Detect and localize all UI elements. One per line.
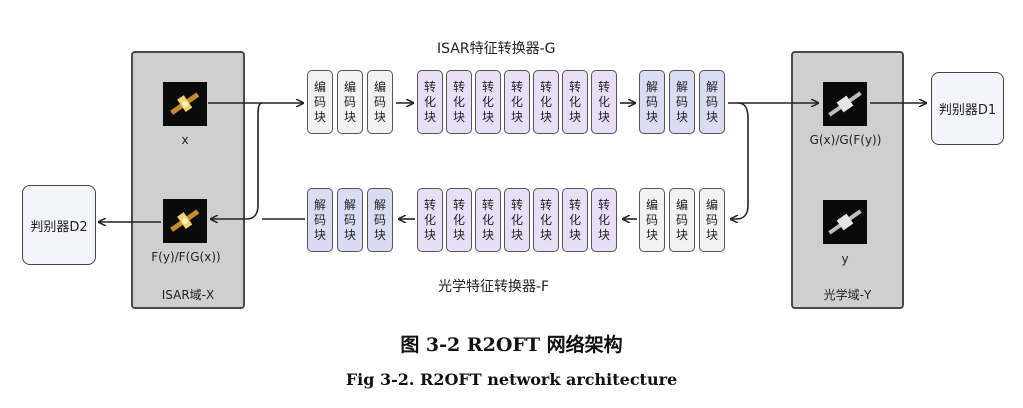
transformer-block: 转化块 xyxy=(475,188,501,252)
transformer-block: 转化块 xyxy=(562,70,588,134)
optical-y-label: y xyxy=(841,252,849,266)
arrow-loop-to-encoder-f xyxy=(731,102,749,219)
discriminator-d2-label: 判别器D2 xyxy=(30,219,88,235)
figure-caption-zh: 图 3-2 R2OFT 网络架构 xyxy=(400,334,623,356)
discriminator-d1-label: 判别器D1 xyxy=(938,103,997,118)
isar-x-label: x xyxy=(181,133,189,147)
transformer-block: 转化块 xyxy=(446,188,472,252)
transformer-block: 转化块 xyxy=(417,188,443,252)
transformer-block: 转化块 xyxy=(591,70,617,134)
generator-f-label: 光学特征转换器-F xyxy=(438,279,550,295)
optical-domain-panel: 光学域-Y xyxy=(791,51,904,309)
decoder-block: 解码块 xyxy=(699,70,725,134)
isar-image-fx xyxy=(163,199,207,243)
discriminator-d1-box: 判别器D1 xyxy=(931,72,1004,145)
decoder-block: 解码块 xyxy=(307,188,333,252)
transformer-block: 转化块 xyxy=(533,188,559,252)
isar-domain-label: ISAR域-X xyxy=(161,288,215,302)
transformer-block: 转化块 xyxy=(562,188,588,252)
optical-image-y xyxy=(823,200,867,244)
isar-fx-label: F(y)/F(G(x)) xyxy=(151,250,221,264)
encoder-block: 编码块 xyxy=(307,70,333,134)
transformer-block: 转化块 xyxy=(446,70,472,134)
transformer-block: 转化块 xyxy=(591,188,617,252)
decoder-block: 解码块 xyxy=(639,70,665,134)
optical-image-gx xyxy=(823,82,867,126)
transformer-block: 转化块 xyxy=(475,70,501,134)
encoder-block: 编码块 xyxy=(669,188,695,252)
arrow-loop-to-fx xyxy=(211,102,263,219)
encoder-block: 编码块 xyxy=(337,70,363,134)
encoder-block: 编码块 xyxy=(639,188,665,252)
transformer-block: 转化块 xyxy=(504,70,530,134)
discriminator-d2-box: 判别器D2 xyxy=(22,185,96,265)
transformer-block: 转化块 xyxy=(533,70,559,134)
generator-g-label: ISAR特征转换器-G xyxy=(437,41,556,57)
encoder-block: 编码块 xyxy=(699,188,725,252)
transformer-block: 转化块 xyxy=(417,70,443,134)
isar-image-x xyxy=(163,82,207,126)
decoder-block: 解码块 xyxy=(337,188,363,252)
optical-gx-label: G(x)/G(F(y)) xyxy=(809,133,882,147)
decoder-block: 解码块 xyxy=(367,188,393,252)
transformer-block: 转化块 xyxy=(504,188,530,252)
decoder-block: 解码块 xyxy=(669,70,695,134)
optical-domain-label: 光学域-Y xyxy=(823,288,872,302)
encoder-block: 编码块 xyxy=(367,70,393,134)
figure-caption-en: Fig 3-2. R2OFT network architecture xyxy=(345,370,678,389)
